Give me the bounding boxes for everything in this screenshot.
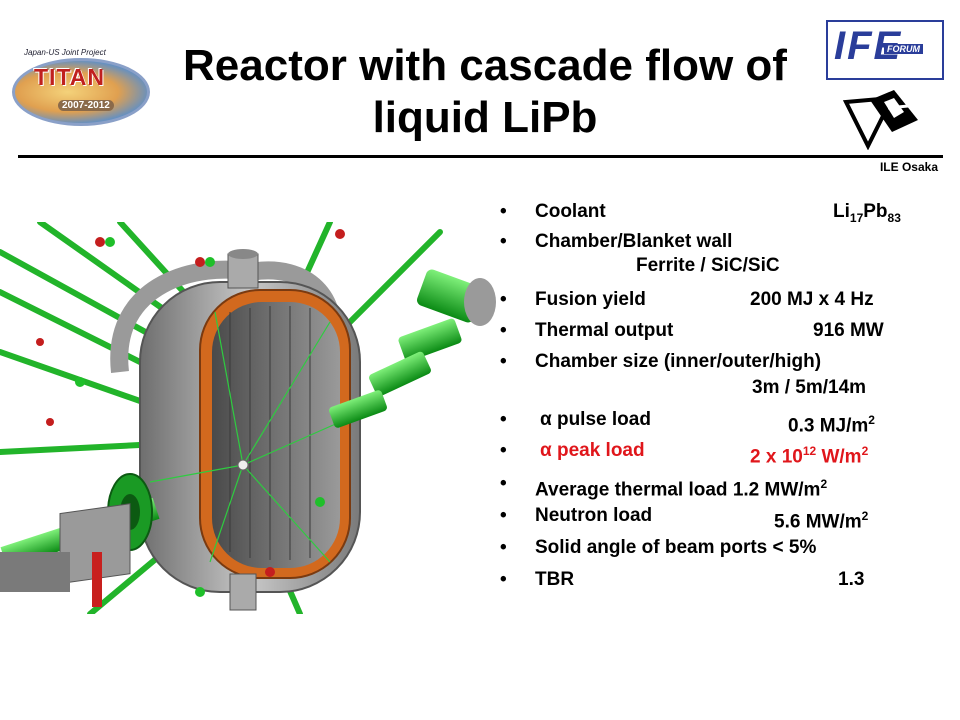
spec-key: Fusion yield xyxy=(535,289,646,310)
spec-value: Li17Pb83 xyxy=(833,201,901,225)
spec-key: Coolant xyxy=(535,201,606,222)
title-line-1: Reactor with cascade flow of xyxy=(183,41,787,90)
spec-value: 5.6 MW/m2 xyxy=(774,509,869,533)
org-label: ILE Osaka xyxy=(879,160,938,174)
spec-value: 1.3 xyxy=(838,569,865,590)
title-divider xyxy=(18,155,943,158)
spec-key: Thermal output xyxy=(535,320,674,341)
reactor-illustration xyxy=(0,222,496,614)
titan-logo-years: 2007-2012 xyxy=(58,100,114,111)
ife-forum-logo: IFE FORUM xyxy=(826,20,944,80)
spec-value: 3m / 5m/14m xyxy=(752,377,867,398)
ile-emblem-icon xyxy=(842,90,918,150)
spec-key: α pulse load xyxy=(540,409,651,430)
spec-key: TBR xyxy=(535,569,575,590)
spec-key: Neutron load xyxy=(535,505,653,526)
spec-key: Solid angle of beam ports < 5% xyxy=(535,537,817,558)
titan-logo-emblem xyxy=(12,58,150,126)
titan-logo-name: TITAN xyxy=(34,64,106,90)
ife-logo-forum: FORUM xyxy=(884,44,923,54)
spec-key: α peak load xyxy=(540,440,645,461)
spec-value: 916 MW xyxy=(813,320,884,341)
spec-value: 200 MJ x 4 Hz xyxy=(750,289,874,310)
spec-key: Average thermal load 1.2 MW/m2 xyxy=(535,477,828,501)
spec-key: Chamber size (inner/outer/high) xyxy=(535,351,822,372)
title-line-2: liquid LiPb xyxy=(372,93,598,142)
spec-key: Chamber/Blanket wall xyxy=(535,231,733,252)
titan-logo-caption: Japan-US Joint Project xyxy=(24,48,106,57)
spec-value: 0.3 MJ/m2 xyxy=(788,413,875,437)
spec-value: 2 x 1012 W/m2 xyxy=(750,444,869,468)
titan-logo: Japan-US Joint Project TITAN 2007-2012 xyxy=(10,48,150,126)
slide-title: Reactor with cascade flow of liquid LiPb xyxy=(120,40,850,144)
spec-value: Ferrite / SiC/SiC xyxy=(636,255,780,276)
